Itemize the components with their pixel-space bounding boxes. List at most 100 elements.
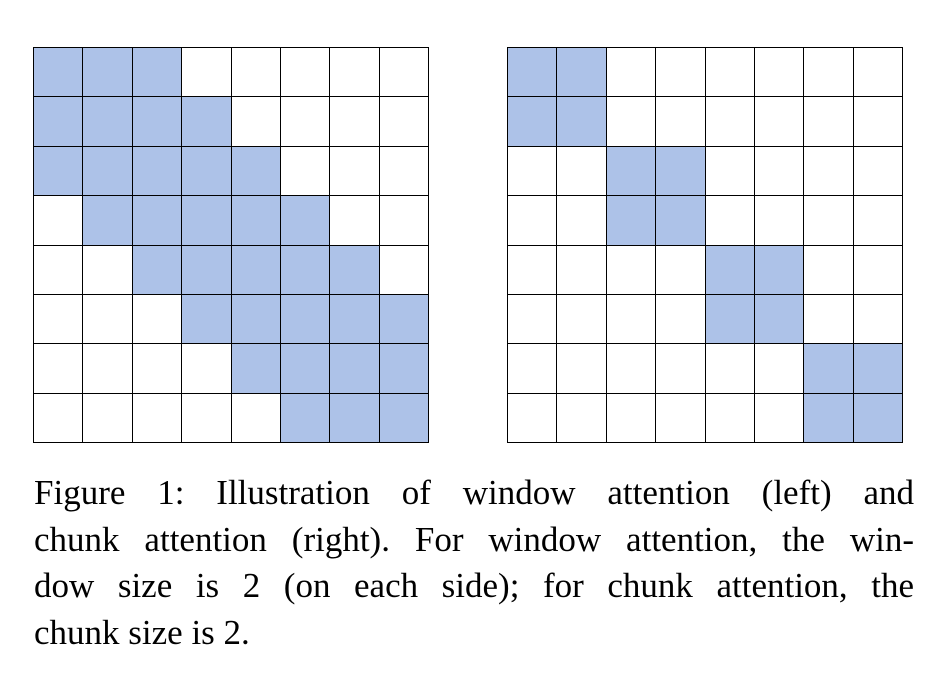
figure-caption: Figure 1: Illustration of window attenti… [34,470,914,656]
chunk-cell-7-0 [508,393,558,443]
window-cell-5-2 [132,294,183,345]
window-cell-6-4 [231,344,281,394]
window-cell-1-5 [280,97,331,147]
window-cell-0-1 [83,48,133,98]
chunk-cell-2-7 [853,146,903,197]
window-cell-3-1 [83,196,133,246]
window-cell-5-1 [83,294,133,345]
chunk-cell-4-1 [557,245,607,295]
window-cell-1-6 [330,97,380,147]
chunk-cell-7-3 [656,393,706,443]
window-cell-2-7 [379,146,429,197]
window-cell-5-5 [280,294,331,345]
window-cell-2-5 [280,146,331,197]
chunk-cell-0-3 [656,48,706,98]
chunk-cell-2-3 [656,146,706,197]
window-cell-6-0 [34,344,84,394]
window-cell-1-1 [83,97,133,147]
chunk-cell-1-7 [853,97,903,147]
chunk-cell-2-1 [557,146,607,197]
chunk-cell-7-1 [557,393,607,443]
chunk-cell-0-5 [754,48,805,98]
chunk-cell-6-1 [557,344,607,394]
chunk-cell-7-5 [754,393,805,443]
window-cell-5-3 [182,294,232,345]
chunk-cell-3-6 [804,196,854,246]
window-cell-3-5 [280,196,331,246]
chunk-cell-5-6 [804,294,854,345]
chunk-cell-6-0 [508,344,558,394]
chunk-cell-7-6 [804,393,854,443]
chunk-cell-4-0 [508,245,558,295]
chunk-attention-grid [507,47,903,443]
window-cell-3-6 [330,196,380,246]
window-cell-0-7 [379,48,429,98]
chunk-cell-3-1 [557,196,607,246]
chunk-cell-1-2 [606,97,657,147]
chunk-cell-1-1 [557,97,607,147]
window-cell-6-2 [132,344,183,394]
chunk-cell-4-7 [853,245,903,295]
chunk-cell-7-2 [606,393,657,443]
chunk-cell-5-5 [754,294,805,345]
chunk-cell-3-5 [754,196,805,246]
chunk-cell-3-0 [508,196,558,246]
chunk-cell-0-1 [557,48,607,98]
window-cell-5-7 [379,294,429,345]
window-cell-7-0 [34,393,84,443]
window-cell-4-7 [379,245,429,295]
window-cell-5-4 [231,294,281,345]
chunk-cell-1-4 [705,97,755,147]
window-cell-4-0 [34,245,84,295]
chunk-cell-0-7 [853,48,903,98]
window-cell-0-3 [182,48,232,98]
chunk-cell-2-5 [754,146,805,197]
window-cell-0-2 [132,48,183,98]
chunk-cell-1-0 [508,97,558,147]
chunk-cell-4-6 [804,245,854,295]
window-cell-0-0 [34,48,84,98]
chunk-cell-6-5 [754,344,805,394]
window-cell-6-1 [83,344,133,394]
window-cell-4-6 [330,245,380,295]
window-cell-2-4 [231,146,281,197]
chunk-cell-1-5 [754,97,805,147]
chunk-cell-0-6 [804,48,854,98]
window-cell-3-2 [132,196,183,246]
window-cell-4-2 [132,245,183,295]
window-cell-7-2 [132,393,183,443]
chunk-cell-5-7 [853,294,903,345]
window-cell-4-1 [83,245,133,295]
window-cell-7-7 [379,393,429,443]
caption-line-4: chunk size is 2. [34,612,250,652]
window-cell-2-3 [182,146,232,197]
chunk-cell-5-1 [557,294,607,345]
chunk-cell-5-0 [508,294,558,345]
window-cell-1-0 [34,97,84,147]
chunk-cell-0-0 [508,48,558,98]
chunk-cell-6-2 [606,344,657,394]
chunk-cell-4-2 [606,245,657,295]
caption-line-2: chunk attention (right). For window atte… [34,519,914,559]
window-cell-2-0 [34,146,84,197]
window-cell-0-6 [330,48,380,98]
window-cell-7-5 [280,393,331,443]
window-cell-4-4 [231,245,281,295]
window-cell-3-4 [231,196,281,246]
chunk-cell-5-2 [606,294,657,345]
window-cell-4-5 [280,245,331,295]
window-cell-2-1 [83,146,133,197]
chunk-cell-0-2 [606,48,657,98]
window-cell-7-6 [330,393,380,443]
window-cell-0-5 [280,48,331,98]
chunk-cell-2-6 [804,146,854,197]
chunk-cell-7-4 [705,393,755,443]
window-cell-3-0 [34,196,84,246]
window-cell-6-5 [280,344,331,394]
window-cell-6-3 [182,344,232,394]
window-cell-7-3 [182,393,232,443]
chunk-cell-4-4 [705,245,755,295]
window-cell-7-4 [231,393,281,443]
chunk-cell-4-3 [656,245,706,295]
window-cell-7-1 [83,393,133,443]
